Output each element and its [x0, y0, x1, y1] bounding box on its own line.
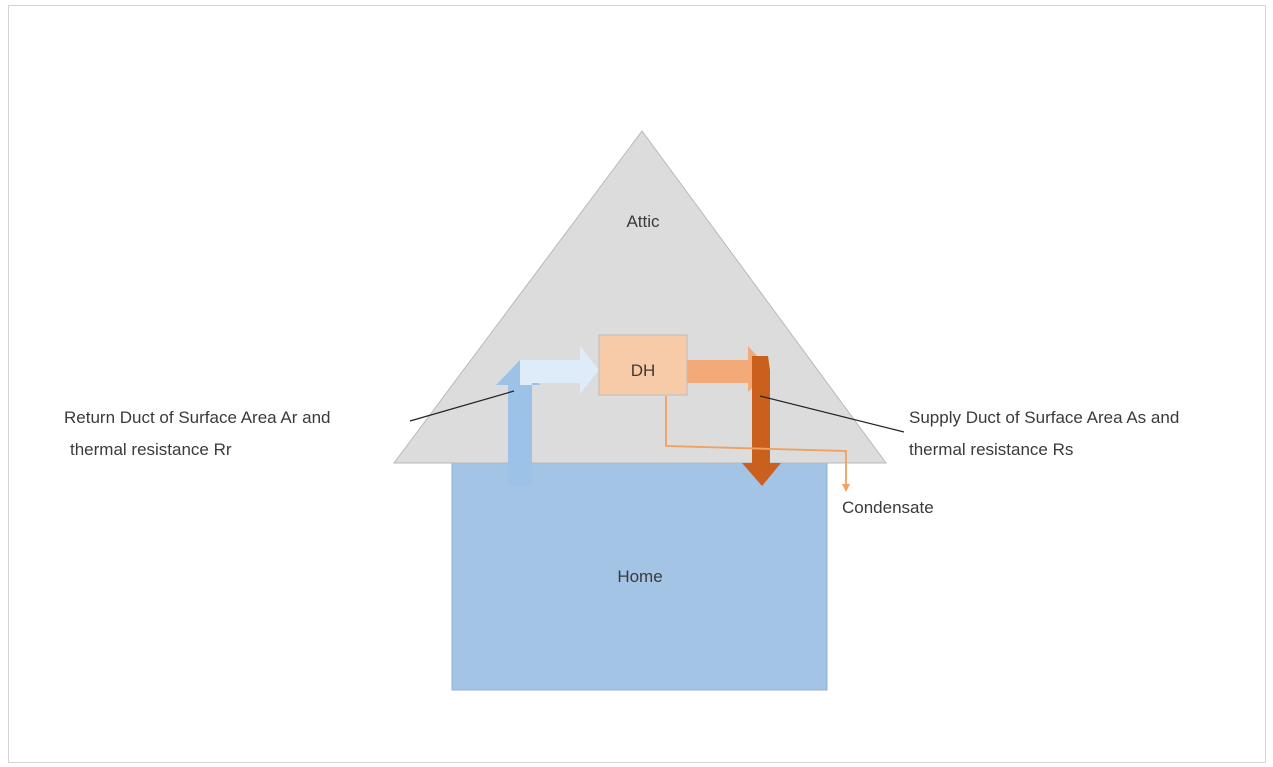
return-duct-arrow-up: [496, 360, 540, 486]
return-duct-arrow-right: [520, 346, 599, 394]
condensate-line: [665, 396, 847, 489]
supply-duct-arrow-right: [687, 346, 770, 392]
return-duct-leader-line: [409, 390, 515, 422]
condensate-line-tip: [842, 484, 850, 492]
attic-label: Attic: [626, 212, 660, 231]
home-box: [451, 461, 828, 691]
supply-duct-label-line2: thermal resistance Rs: [909, 440, 1074, 459]
dehumidifier-box: [598, 334, 688, 396]
attic-triangle: [393, 130, 887, 464]
return-duct-label-line2: thermal resistance Rr: [70, 440, 232, 459]
supply-duct-label-line1: Supply Duct of Surface Area As and: [909, 408, 1180, 427]
condensate-label: Condensate: [842, 498, 934, 517]
dh-label: DH: [630, 361, 656, 380]
return-duct-label-line1: Return Duct of Surface Area Ar and: [64, 408, 331, 427]
supply-duct-leader-line: [759, 395, 905, 433]
home-label: Home: [617, 567, 663, 586]
supply-duct-arrow-down: [742, 356, 781, 486]
